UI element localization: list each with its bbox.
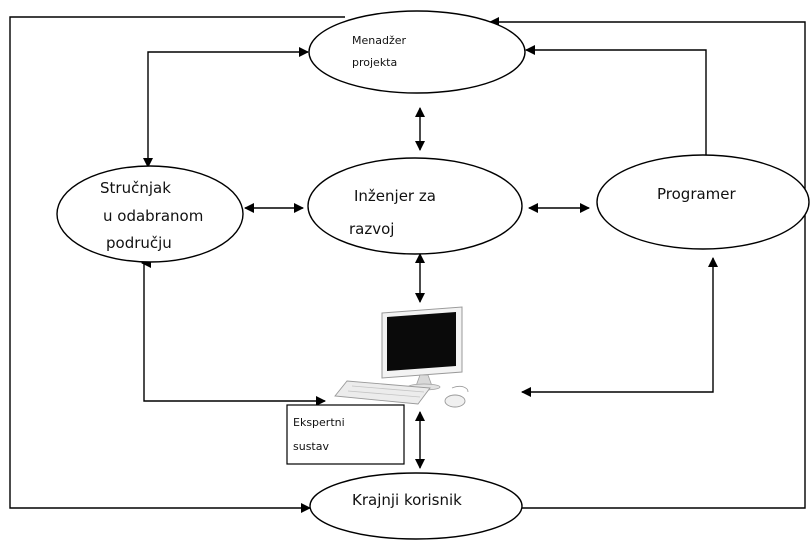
connector-strucnjak-computer [141,258,326,406]
mouse [444,394,466,408]
connector-menadzer-programer [525,45,711,168]
node-ekspertni-line2: sustav [293,440,329,453]
node-krajnji-korisnik: Krajnji korisnik [309,472,523,540]
node-menadzer-line2: projekta [352,56,397,69]
node-ekspertni-line1: Ekspertni [293,416,345,429]
node-inzenjer-line2: razvoj [349,220,394,238]
node-strucnjak-line1: Stručnjak [100,179,171,197]
connector-programer-computer [521,257,718,397]
node-programer-line1: Programer [657,185,737,203]
connector-menadzer-krajnji-left [9,16,345,513]
monitor-screen [387,312,456,371]
connectors [9,16,806,513]
node-strucnjak: Stručnjak u odabranom području [56,165,244,263]
node-strucnjak-line2: u odabranom [103,207,203,225]
connector-menadzer-strucnjak [143,47,309,168]
node-menadzer-line1: Menadžer [352,34,406,47]
node-menadzer-projekta: Menadžer projekta [308,10,526,94]
node-ekspertni-sustav: Ekspertni sustav [286,404,405,465]
node-krajnji-line1: Krajnji korisnik [352,491,462,509]
node-inzenjer-za-razvoj: Inženjer za razvoj [307,157,523,255]
node-inzenjer-line1: Inženjer za [354,187,436,205]
node-programer: Programer [596,154,810,250]
connector-krajnji-menadzer-right [489,17,806,509]
desktop-computer-icon [334,306,469,408]
node-strucnjak-line3: području [106,234,172,252]
